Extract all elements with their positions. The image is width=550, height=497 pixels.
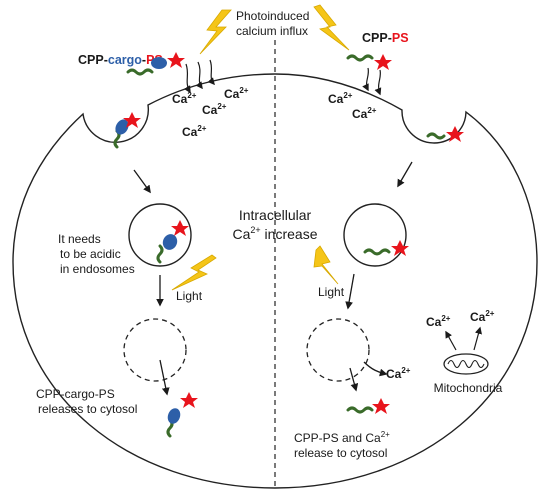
ps-star-icon [391,240,409,256]
ca-ion-label: Ca2+ [202,102,227,117]
left-endosome-conjugate [156,220,189,264]
cell-membrane [12,73,538,489]
right-endosome-conjugate [363,240,409,256]
arrow-left-1 [133,169,151,194]
ps-star-icon [374,54,392,70]
left-invagination-conjugate [113,112,141,149]
center-label-line2: Ca2+ increase [233,225,318,242]
ca-ion-label: Ca2+ [172,91,197,106]
right-released-conjugate [346,398,390,414]
influx-label-line1: Photoinduced [236,9,309,23]
ps-star-icon [123,112,141,128]
lightning-icon-right-light [313,245,339,285]
right-disrupted-endosome [306,318,370,382]
lightning-icon-left-light [171,254,217,291]
endosome-note-line3: in endosomes [60,262,135,276]
ps-star-icon [167,52,185,68]
left-endosome [128,203,192,267]
left-light-label: Light [176,289,203,303]
right-invagination-conjugate [426,126,464,142]
arrow-right-3 [349,367,359,392]
lightning-icon-top-left [199,9,232,55]
ca-ion-label: Ca2+ [386,366,411,381]
ps-star-icon [171,220,189,236]
right-influx-arrows [362,67,382,96]
endosome-note-line2: to be acidic [60,247,121,261]
endosome-note-line1: It needs [58,232,101,246]
arrow-right-2 [345,273,355,310]
center-label-line1: Intracellular [239,207,312,223]
arrow-left-3 [159,359,170,396]
right-release-label-line2: release to cytosol [294,446,387,460]
ps-star-icon [180,392,198,408]
arrow-right-ca-release [363,361,388,377]
left-release-label-line2: releases to cytosol [38,402,137,416]
ps-star-icon [446,126,464,142]
ca-ion-label: Ca2+ [328,91,353,106]
arrow-right-1 [397,161,413,188]
right-title: CPP-PS [362,31,409,45]
mitochondria-icon [443,353,489,375]
left-disrupted-endosome [123,318,187,382]
ca-ion-label: Ca2+ [426,314,451,329]
ca-ion-label: Ca2+ [224,86,249,101]
right-surface-conjugate [346,54,392,70]
ca-ion-label: Ca2+ [470,309,495,324]
right-endosome [343,203,407,267]
influx-label-line2: calcium influx [236,24,308,38]
lightning-icon-top-right [313,4,350,51]
mito-arrow-right [473,326,482,351]
right-release-label-line1: CPP-PS and Ca2+ [294,430,390,445]
left-release-label-line1: CPP-cargo-PS [36,387,115,401]
mito-arrow-left [445,330,457,351]
left-surface-conjugate [126,52,185,76]
ps-star-icon [372,398,390,414]
left-influx-arrows [183,59,215,94]
ca-ion-label: Ca2+ [182,124,207,139]
right-light-label: Light [318,285,345,299]
left-title: CPP-cargo-PS [78,53,163,67]
mitochondria-label: Mitochondria [434,381,503,395]
left-released-conjugate [166,392,198,438]
ca-ion-label: Ca2+ [352,106,377,121]
